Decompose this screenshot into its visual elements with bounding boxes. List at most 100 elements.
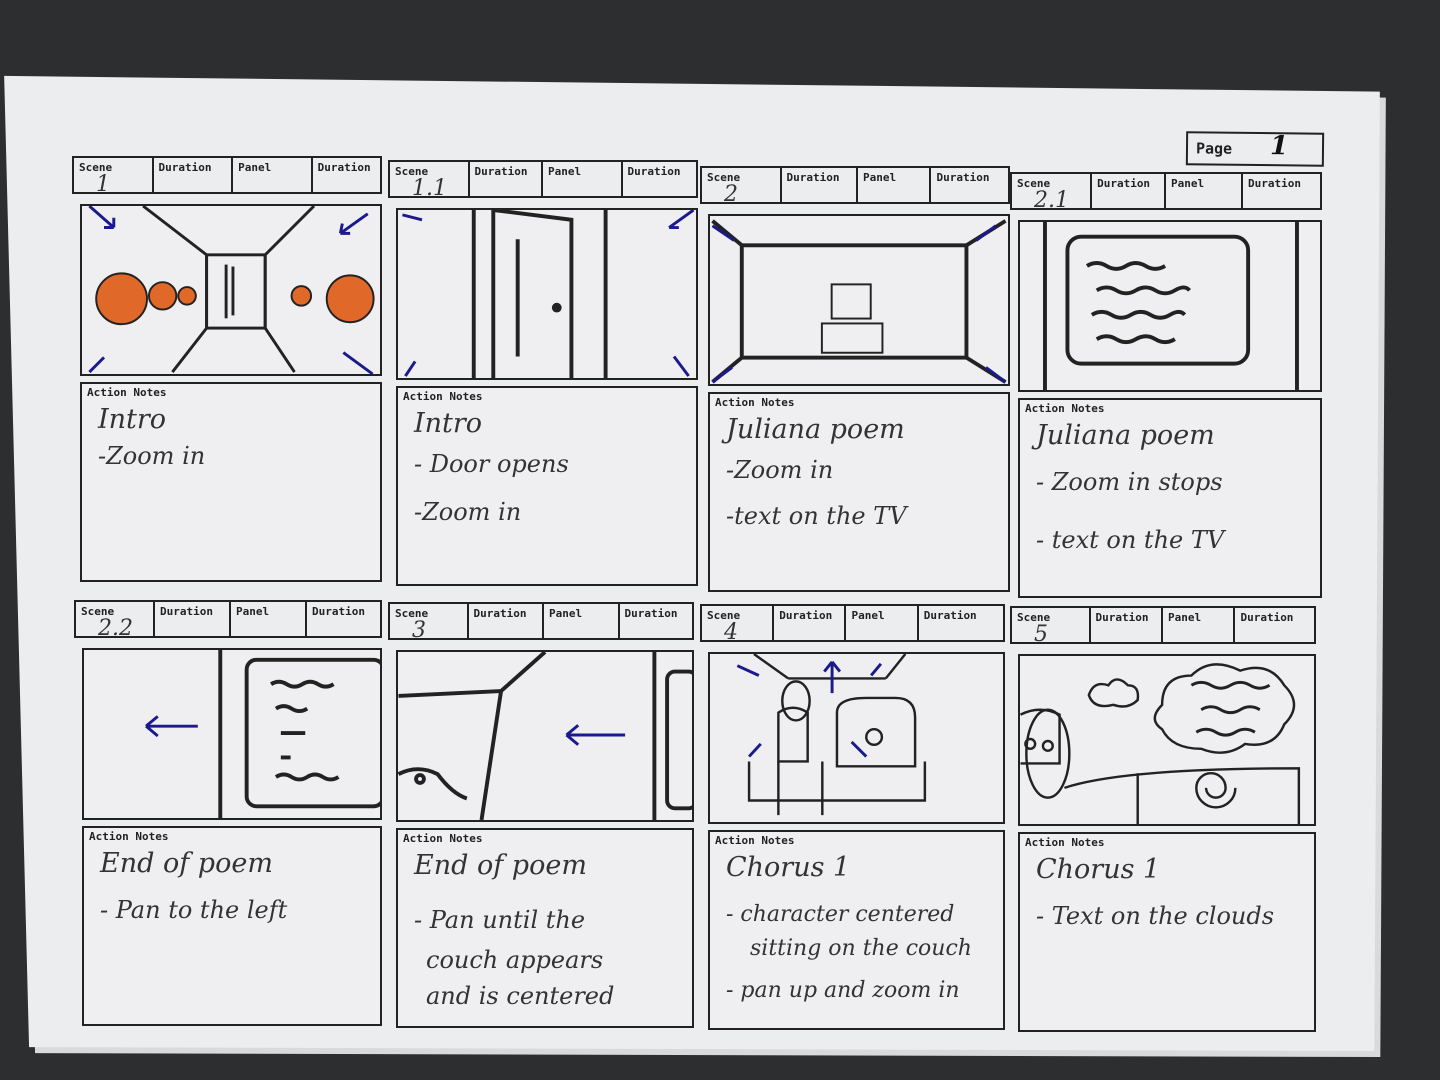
notes-line: -Zoom in [726, 456, 834, 484]
duration-cell: Duration [1240, 611, 1294, 624]
duration-cell: Duration [470, 162, 543, 196]
pan-left-sketch [145, 650, 380, 818]
page-number-box: Page 1 [1185, 131, 1325, 167]
scene-number: 2.2 [98, 616, 133, 641]
notes-label: Action Notes [87, 386, 167, 399]
sketch-frame [82, 648, 382, 820]
scene-label: Scene [1017, 611, 1051, 624]
couch-pan-sketch [398, 652, 692, 820]
sketch-frame [1018, 654, 1316, 826]
panel-cell: Panel [544, 604, 620, 638]
duration-cell: Duration [774, 606, 847, 640]
duration-cell: Duration [936, 171, 990, 184]
notes-line: - Text on the clouds [1036, 902, 1275, 930]
scene-label: Scene [1017, 177, 1051, 190]
scene-label: Scene [395, 165, 429, 178]
notes-line: -Zoom in [414, 498, 522, 526]
notes-label: Action Notes [1025, 402, 1105, 415]
duration-cell: Duration [1091, 608, 1163, 642]
scene-number: 5 [1034, 622, 1048, 647]
action-notes: Action Notes End of poem - Pan to the le… [82, 826, 382, 1026]
notes-line: couch appears [426, 946, 604, 974]
scene-label: Scene [81, 605, 115, 618]
notes-title: Juliana poem [726, 414, 905, 445]
clouds-text-sketch [1020, 663, 1301, 824]
scene-number: 3 [412, 618, 426, 643]
duration-cell: Duration [923, 609, 977, 622]
notes-line: - pan up and zoom in [726, 978, 960, 1003]
panel-cell: Panel [846, 606, 919, 640]
notes-line: - Zoom in stops [1036, 468, 1223, 496]
scene-number: 4 [724, 620, 738, 645]
action-notes: Action Notes End of poem - Pan until the… [396, 828, 694, 1028]
notes-line: - text on the TV [1036, 526, 1225, 554]
sketch-frame [396, 650, 694, 822]
scene-number: 2.1 [1034, 188, 1069, 213]
scene-label: Scene [395, 607, 429, 620]
panel-cell: Panel [233, 158, 313, 192]
duration-cell: Duration [154, 158, 234, 192]
notes-line: and is centered [426, 982, 615, 1010]
panel-cell: Panel [231, 602, 308, 636]
panel-cell: Panel [1166, 174, 1243, 208]
notes-title: Intro [98, 404, 167, 435]
notes-line: -text on the TV [726, 502, 907, 530]
notes-label: Action Notes [715, 834, 795, 847]
scene-number: 1 [96, 172, 110, 197]
sketch-frame [1018, 220, 1322, 392]
duration-cell: Duration [624, 607, 678, 620]
duration-cell: Duration [155, 602, 232, 636]
notes-label: Action Notes [403, 832, 483, 845]
sketch-frame [708, 214, 1010, 386]
page-label: Page [1195, 139, 1233, 158]
notes-title: End of poem [414, 850, 587, 881]
scene-label: Scene [707, 609, 741, 622]
scene-number: 2 [724, 182, 738, 207]
action-notes: Action Notes Juliana poem -Zoom in -text… [708, 392, 1010, 592]
duration-cell: Duration [782, 168, 859, 202]
tv-text-sketch [1043, 222, 1299, 390]
action-notes: Action Notes Intro - Door opens -Zoom in [396, 386, 698, 586]
panel-cell: Panel [858, 168, 932, 202]
notes-line: -Zoom in [98, 442, 206, 470]
notes-label: Action Notes [89, 830, 169, 843]
notes-title: Intro [414, 408, 483, 439]
notes-line: - Door opens [414, 450, 569, 478]
sketch-frame [396, 208, 698, 380]
character-couch-sketch [736, 654, 927, 816]
sketch-frame [708, 652, 1005, 824]
notes-title: Chorus 1 [726, 852, 851, 883]
duration-cell: Duration [317, 161, 371, 174]
duration-cell: Duration [1247, 177, 1301, 190]
scene-label: Scene [79, 161, 113, 174]
notes-line: - Pan until the [414, 906, 586, 934]
notes-line: - Pan to the left [100, 896, 288, 924]
panel-cell: Panel [543, 162, 623, 196]
page-number: 1 [1269, 131, 1289, 162]
notes-label: Action Notes [403, 390, 483, 403]
duration-cell: Duration [1092, 174, 1166, 208]
duration-cell: Duration [312, 605, 366, 618]
door-sketch [402, 210, 695, 378]
sketch-frame [80, 204, 382, 376]
